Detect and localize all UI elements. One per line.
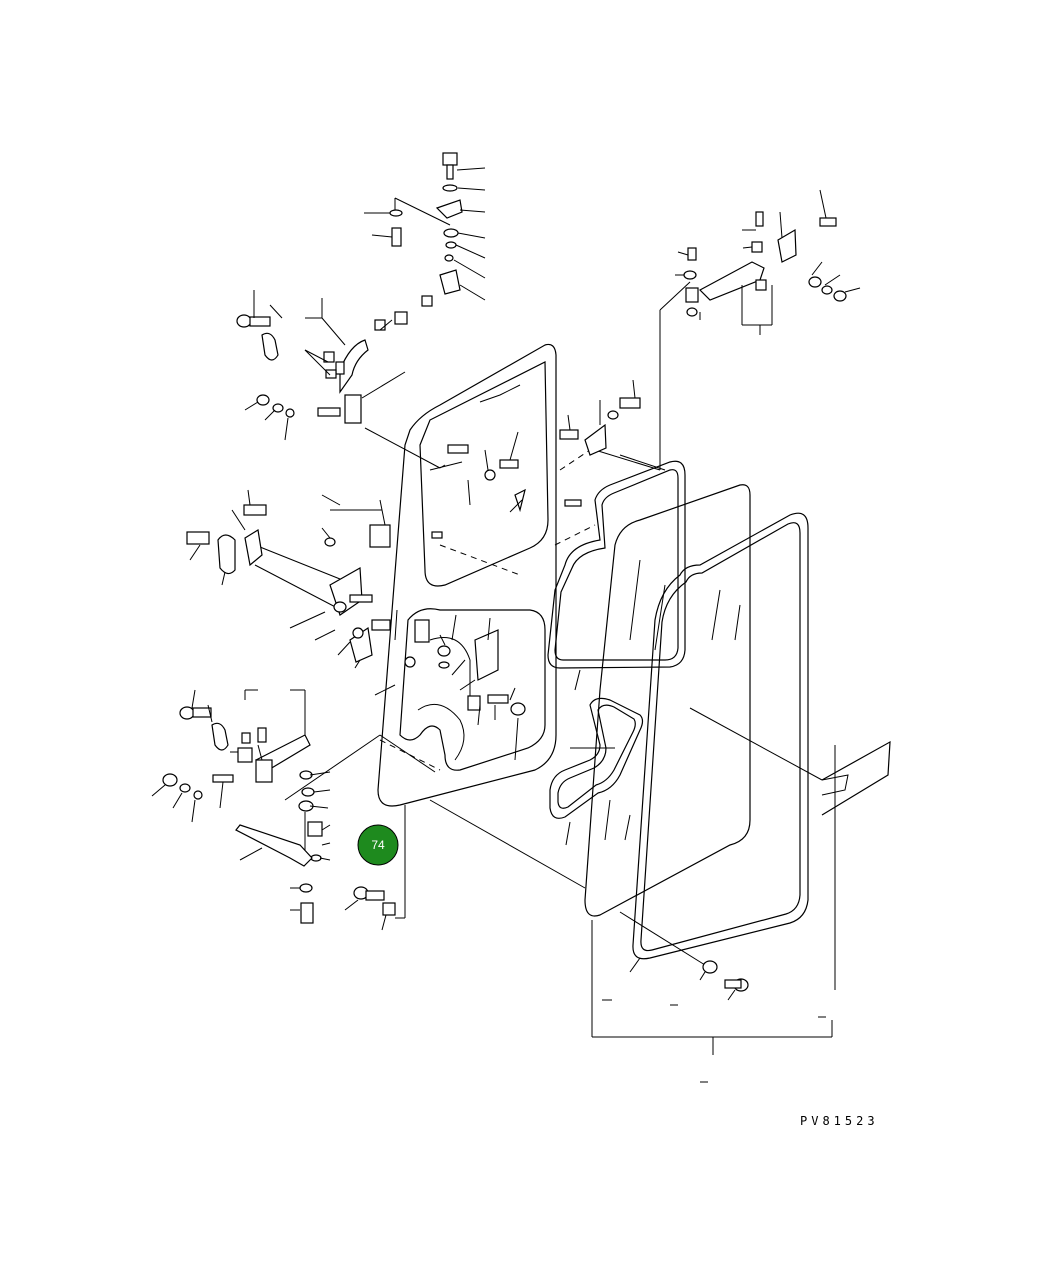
glass-retaining-screws bbox=[565, 669, 826, 1083]
inner-handle-parts bbox=[374, 379, 641, 761]
glass-panel bbox=[584, 484, 751, 917]
assembly-leader-lines bbox=[254, 281, 836, 1055]
door-seal-gasket bbox=[547, 460, 686, 819]
outer-seal-loop bbox=[632, 512, 809, 960]
door-frame bbox=[377, 343, 557, 807]
label-flag bbox=[821, 740, 891, 816]
callout-marker-74[interactable]: 74 bbox=[357, 824, 399, 866]
door-stay-arm bbox=[675, 189, 861, 335]
drawing-code-label: PV81523 bbox=[800, 1114, 879, 1128]
upper-latch-assembly bbox=[236, 290, 433, 441]
door-lock-linkage bbox=[186, 489, 391, 669]
top-hinge-fastener-stack bbox=[364, 152, 486, 301]
lower-hinge-assembly bbox=[151, 689, 396, 931]
callout-number: 74 bbox=[371, 838, 385, 852]
